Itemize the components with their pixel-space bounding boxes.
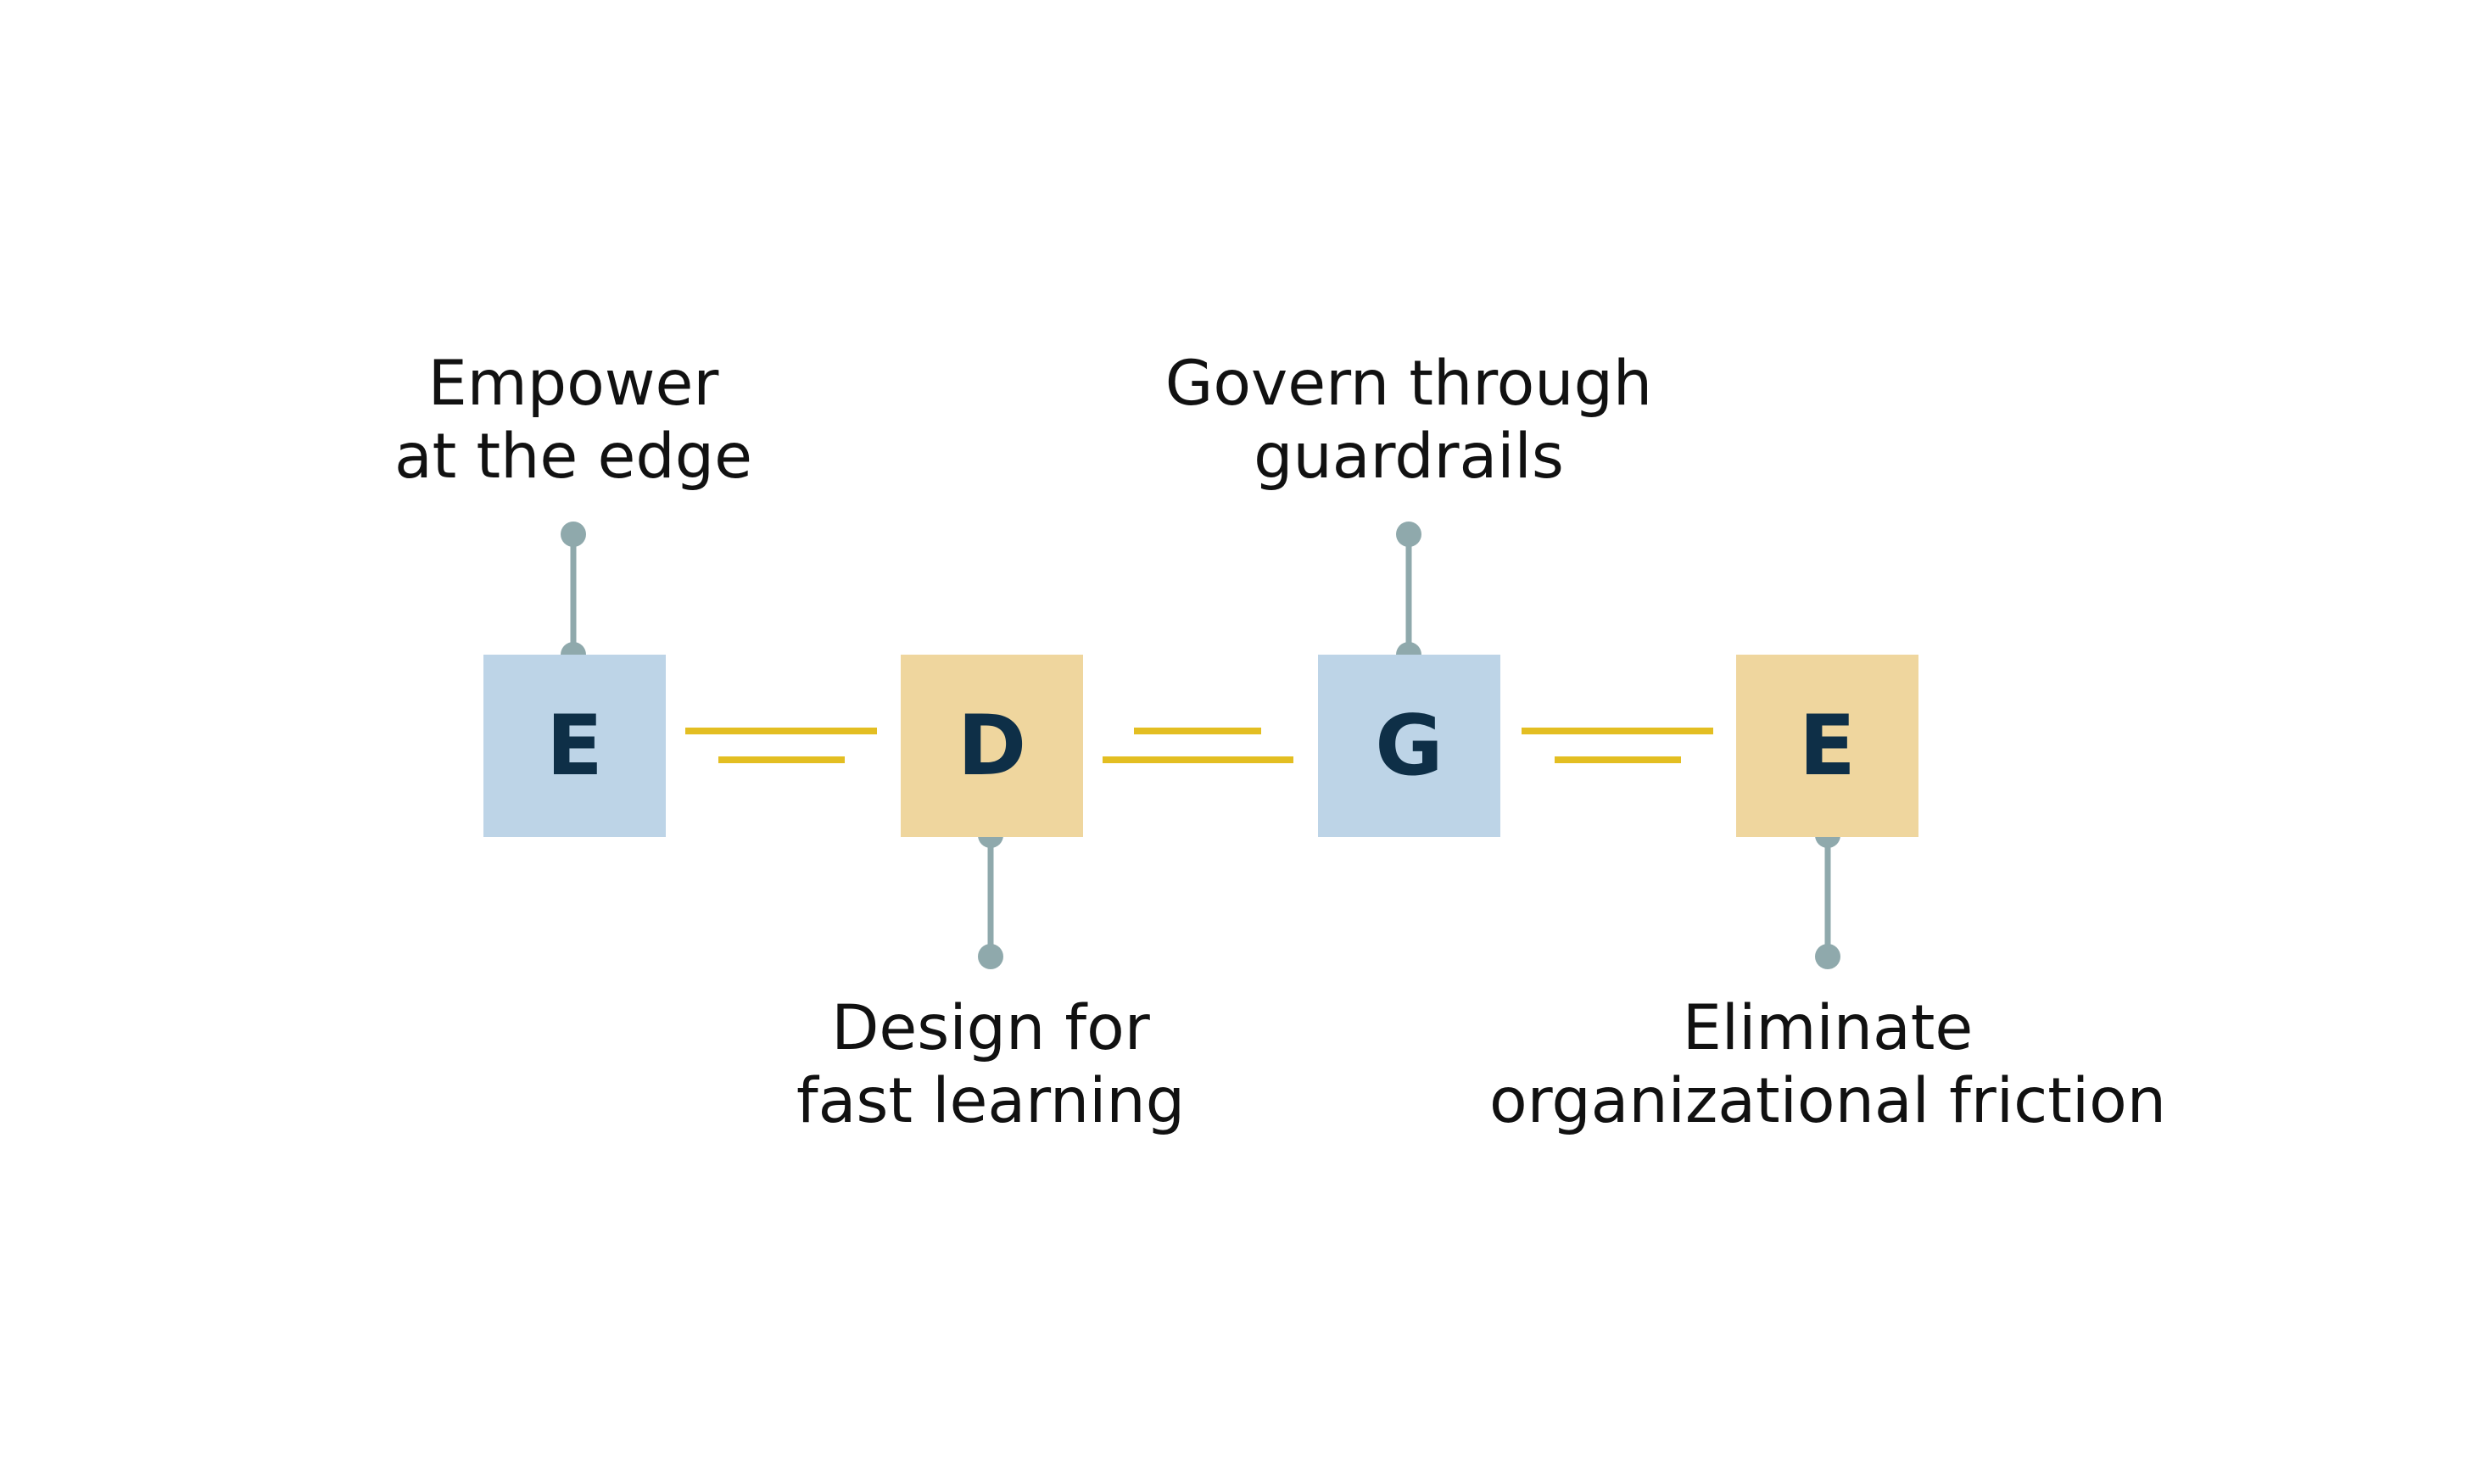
label-line: fast learning [796, 1065, 1186, 1137]
label-line: Eliminate [1682, 992, 1974, 1064]
label-line: guardrails [1254, 421, 1564, 493]
box-letter: D [957, 697, 1027, 795]
callout-stem-3 [1396, 522, 1421, 667]
box-e-eliminate: E [1736, 655, 1918, 837]
label-line: Design for [831, 992, 1150, 1064]
connector-2 [1103, 728, 1293, 763]
label-design: Design for fast learning [567, 992, 1415, 1138]
label-govern: Govern through guardrails [985, 348, 1833, 494]
box-d-design: D [901, 655, 1083, 837]
callout-stem-1 [561, 522, 586, 667]
box-g-govern: G [1318, 655, 1500, 837]
box-letter: E [546, 697, 603, 795]
label-line: Govern through [1164, 348, 1653, 420]
box-letter: G [1375, 697, 1444, 795]
label-line: at the edge [394, 421, 753, 493]
box-letter: E [1799, 697, 1856, 795]
label-line: organizational friction [1488, 1065, 2167, 1137]
label-empower: Empower at the edge [149, 348, 997, 494]
callout-stem-2 [978, 823, 1003, 969]
callout-stem-4 [1815, 823, 1840, 969]
label-line: Empower [427, 348, 719, 420]
connector-1 [685, 728, 877, 763]
box-e-empower: E [483, 655, 666, 837]
connector-3 [1522, 728, 1713, 763]
label-eliminate: Eliminate organizational friction [1404, 992, 2252, 1138]
